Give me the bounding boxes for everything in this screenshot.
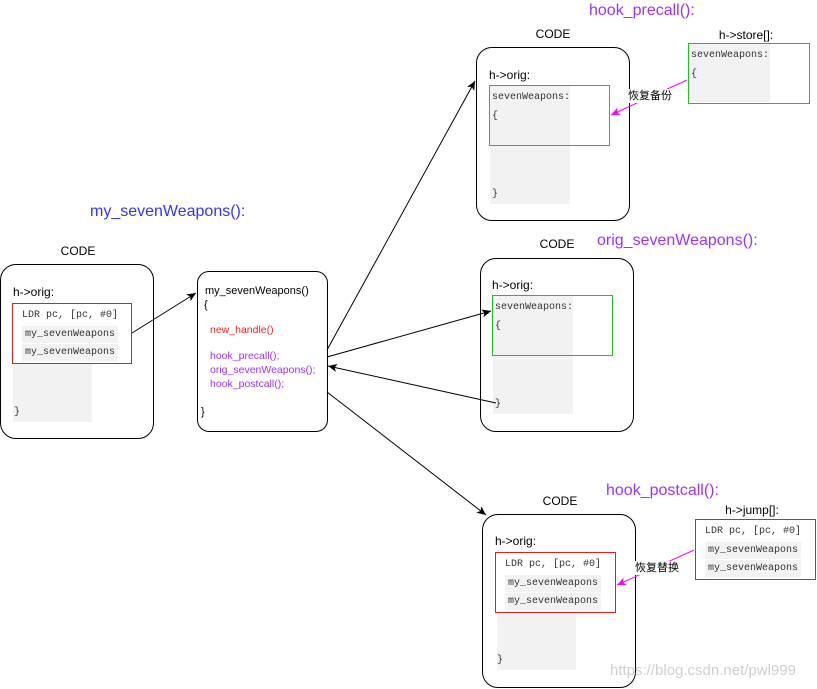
close-brace: } [492, 189, 499, 200]
instruction-row: my_sevenWeapons [505, 593, 601, 610]
open-brace: { [492, 111, 499, 122]
code-region-box: h->orig: sevenWeapons: { } [476, 47, 630, 221]
code-region-box: h->orig: LDR pc, [pc, #0] my_sevenWeapon… [482, 514, 636, 688]
store-backup-label: h->store[]: [718, 28, 774, 42]
open-brace: { [204, 299, 208, 311]
restored-instructions-frame: sevenWeapons: { [489, 85, 610, 146]
new-handle-call: new_handle() [210, 324, 274, 336]
close-brace: } [497, 655, 504, 666]
arrow-orig-return-to-handler [327, 363, 497, 404]
instruction-row: my_sevenWeapons [705, 560, 801, 577]
instruction-row: LDR pc, [pc, #0] [705, 526, 802, 537]
watermark: https://blog.csdn.net/pwl999 [610, 662, 796, 679]
hook-handler-function-box: my_sevenWeapons() { new_handle() hook_pr… [197, 271, 328, 432]
function-signature: my_sevenWeapons() [205, 285, 309, 297]
code-label: CODE [535, 27, 571, 41]
restore-replace-label: 恢复替换 [634, 561, 680, 575]
code-region-box: h->orig: LDR pc, [pc, #0] my_sevenWeapon… [0, 264, 154, 439]
function-name-line: sevenWeapons: [492, 92, 571, 103]
instruction-row: my_sevenWeapons [505, 575, 601, 592]
open-brace: { [691, 69, 698, 80]
hook-precall-call: hook_precall(); [210, 350, 280, 362]
orig-sevenweapons-call: orig_sevenWeapons(); [210, 364, 316, 376]
code-label: CODE [539, 237, 575, 251]
store-backup-frame: sevenWeapons: { [688, 43, 810, 104]
code-region-box: h->orig: sevenWeapons: { } [480, 258, 634, 432]
jump-stub-label: h->jump[]: [725, 503, 779, 517]
hooked-instructions-frame: LDR pc, [pc, #0] my_sevenWeapons my_seve… [495, 552, 616, 613]
code-label: CODE [60, 244, 96, 258]
close-brace: } [201, 406, 205, 418]
store-backup-panel [689, 44, 770, 102]
arrow-handler-to-postcall [326, 391, 487, 516]
jump-stub-frame: LDR pc, [pc, #0] my_sevenWeapons my_seve… [695, 519, 816, 580]
hooked-instructions-frame: LDR pc, [pc, #0] my_sevenWeapons my_seve… [12, 303, 132, 364]
close-brace: } [495, 399, 502, 410]
title-my-sevenweapons: my_sevenWeapons(): [90, 203, 246, 220]
instruction-row: LDR pc, [pc, #0] [22, 310, 119, 321]
instruction-row: my_sevenWeapons [22, 326, 118, 343]
instruction-row: my_sevenWeapons [705, 542, 801, 559]
instruction-row: my_sevenWeapons [22, 344, 118, 361]
title-orig-sevenweapons: orig_sevenWeapons(): [597, 232, 758, 249]
restore-backup-label: 恢复备份 [627, 89, 673, 103]
function-name-line: sevenWeapons: [691, 50, 770, 61]
original-instructions-frame: sevenWeapons: { [492, 295, 613, 356]
function-name-line: sevenWeapons: [495, 302, 574, 313]
instruction-row: LDR pc, [pc, #0] [505, 559, 602, 570]
arrow-handler-to-precall [326, 80, 476, 351]
hook-postcall-call: hook_postcall(); [210, 378, 285, 390]
orig-pointer-label: h->orig: [492, 278, 534, 292]
orig-pointer-label: h->orig: [489, 68, 531, 82]
orig-pointer-label: h->orig: [13, 285, 55, 299]
open-brace: { [495, 321, 502, 332]
orig-pointer-label: h->orig: [495, 534, 537, 548]
title-hook-postcall: hook_postcall(): [606, 482, 719, 499]
close-brace: } [14, 407, 21, 418]
arrow-handler-to-orig [326, 309, 492, 358]
title-hook-precall: hook_precall(): [589, 2, 695, 19]
code-label: CODE [542, 494, 578, 508]
